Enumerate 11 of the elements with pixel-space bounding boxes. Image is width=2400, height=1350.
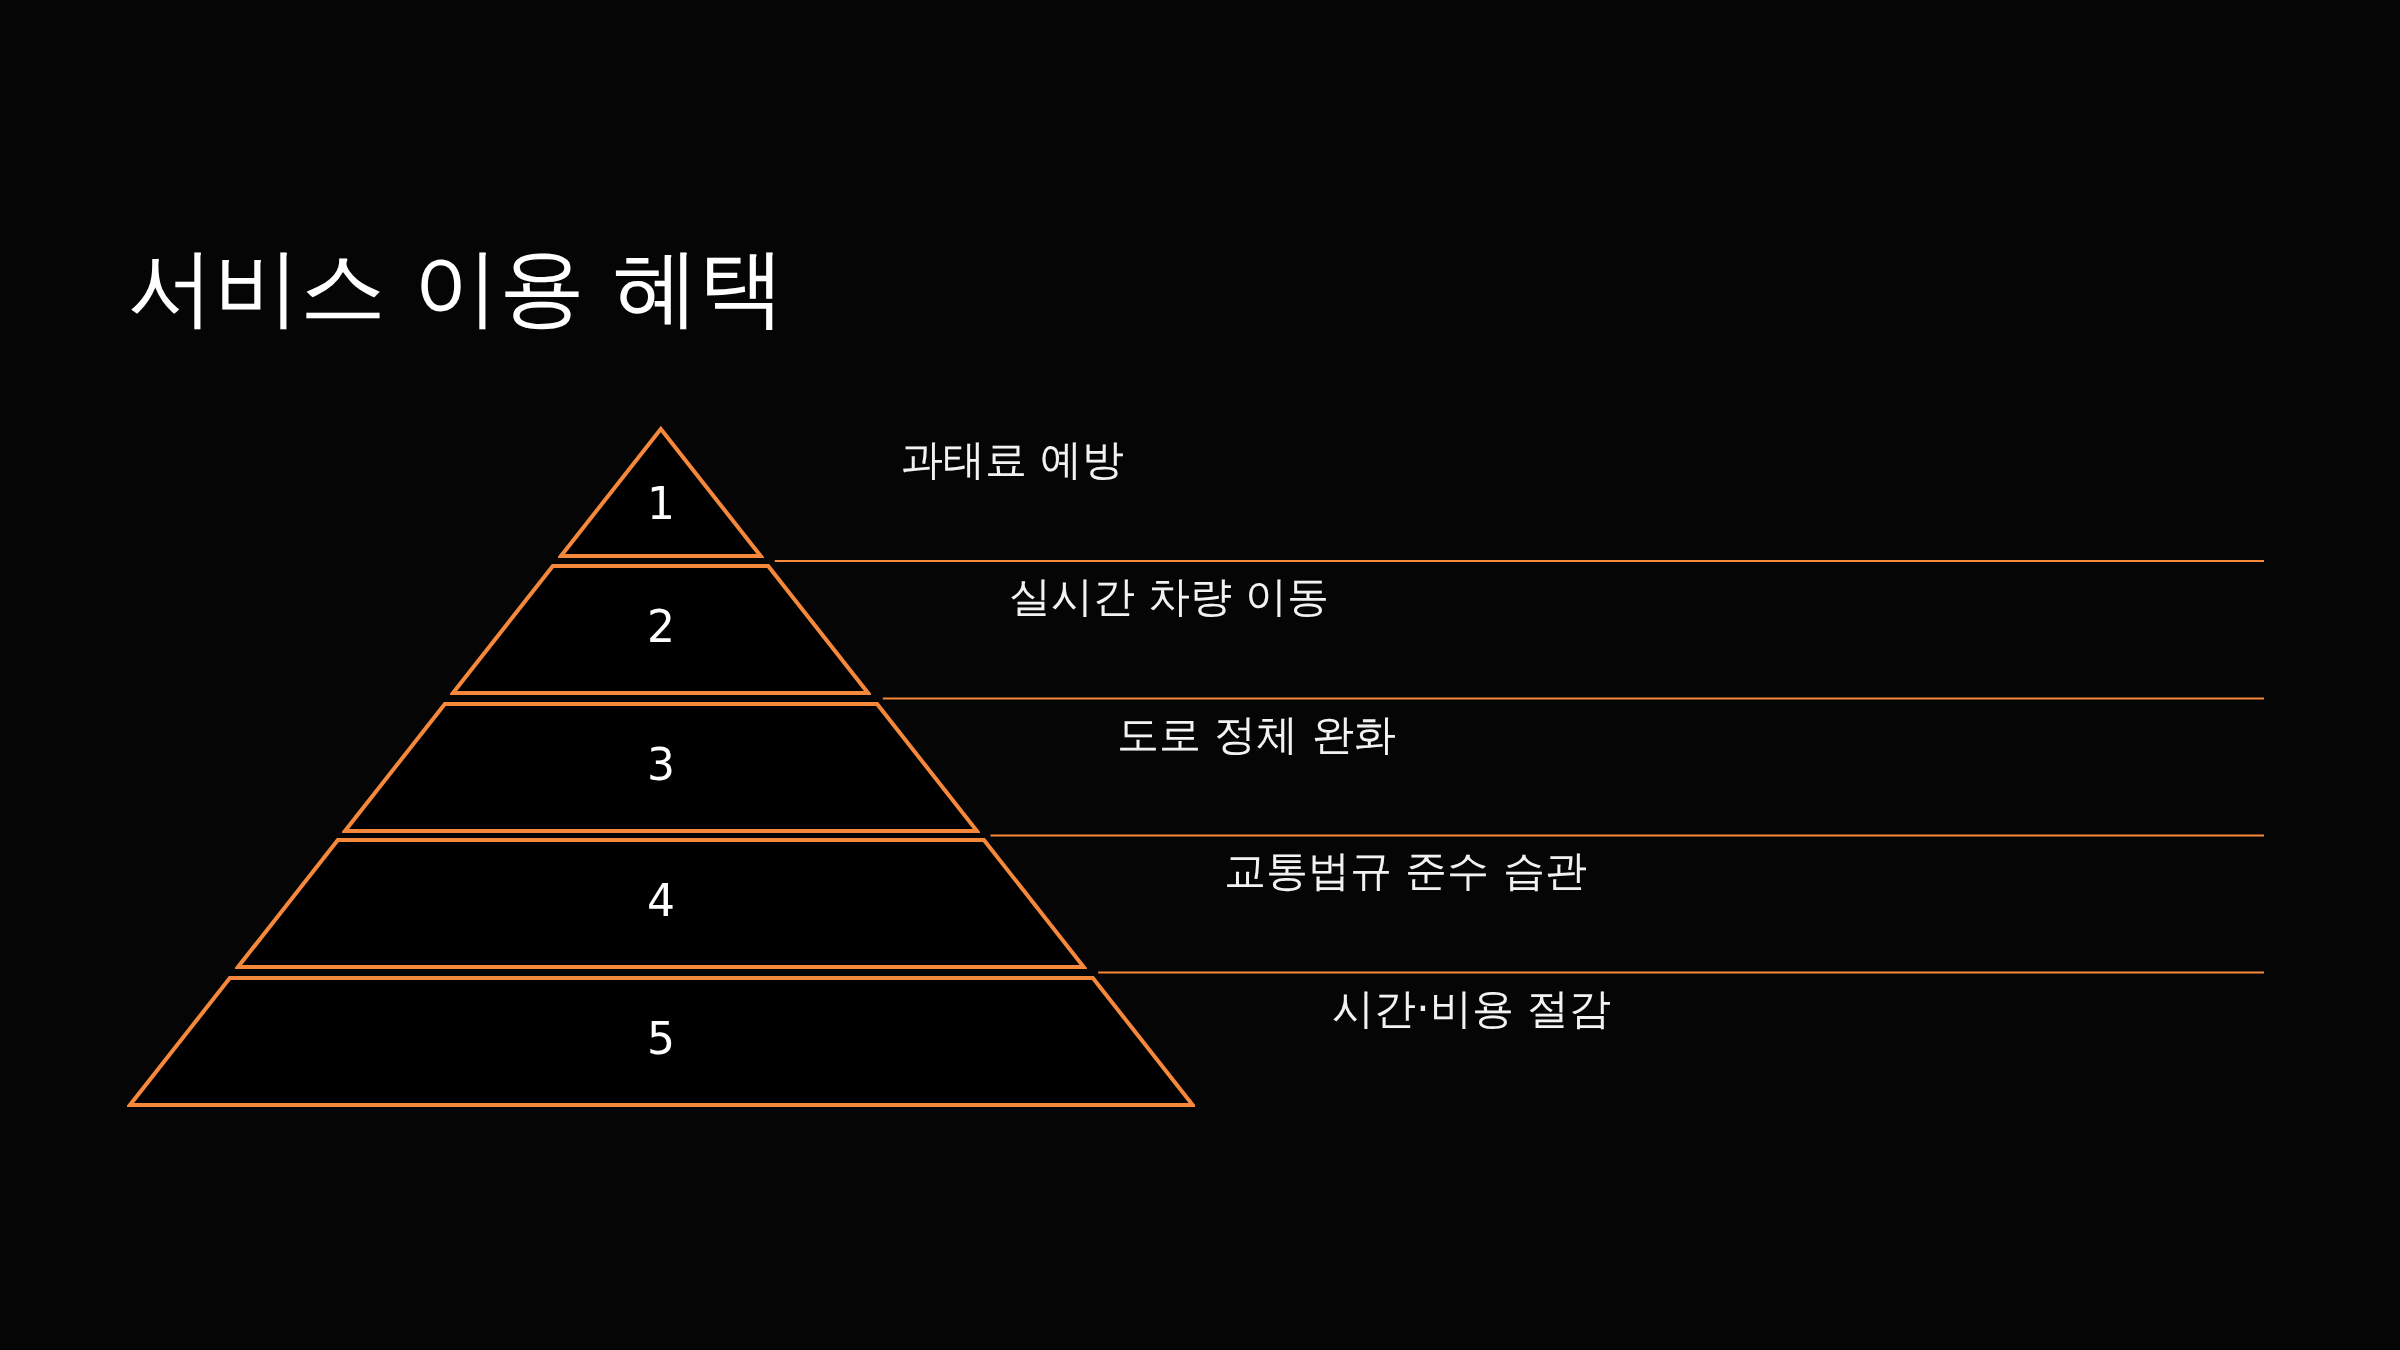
level-label: 도로 정체 완화	[1116, 713, 1396, 756]
level-label: 시간·비용 절감	[1332, 987, 1612, 1030]
level-number: 5	[646, 1012, 676, 1065]
level-number: 3	[646, 738, 676, 791]
title: 서비스 이용 혜택	[128, 240, 785, 335]
level-number: 1	[646, 477, 676, 530]
level-label: 교통법규 준수 습관	[1223, 849, 1587, 892]
level-label: 실시간 차량 이동	[1008, 575, 1330, 618]
level-number: 2	[646, 600, 676, 653]
level-number: 4	[646, 874, 676, 927]
level-label: 과태료 예방	[900, 438, 1125, 481]
